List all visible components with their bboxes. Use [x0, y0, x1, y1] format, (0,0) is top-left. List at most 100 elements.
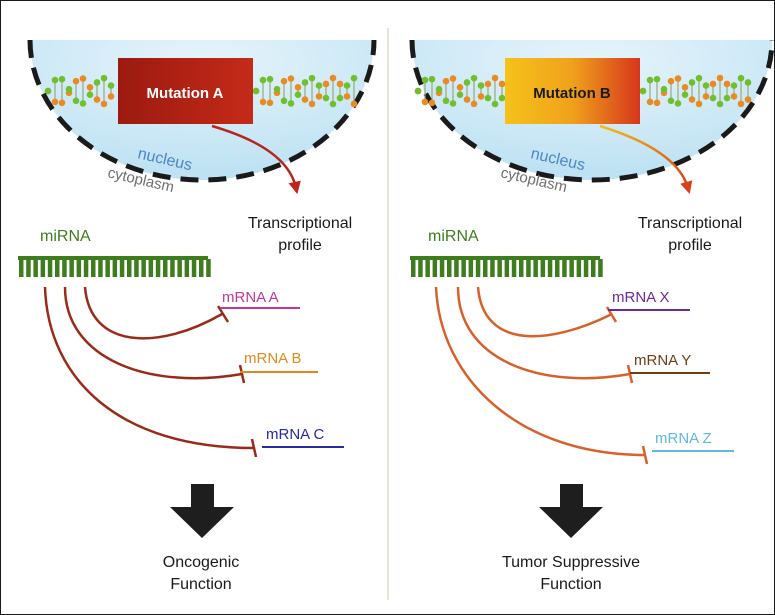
dna-base-orange [463, 96, 471, 103]
mirna-tooth [105, 259, 110, 277]
dna-base-orange [294, 84, 302, 91]
target-mrna-b: mRNA B [244, 350, 302, 367]
mirna-label-b: miRNA [428, 228, 479, 245]
mirna-tooth [483, 259, 488, 277]
dna-base-orange [737, 100, 745, 108]
dna-base-orange [498, 80, 506, 88]
dna-base-orange [315, 93, 323, 100]
dna-base-orange [723, 80, 731, 88]
mirna-tooth [540, 259, 546, 277]
dna-base-green [730, 82, 738, 89]
target-mrna-a: mRNA A [222, 289, 279, 306]
dna-base-green [477, 82, 485, 89]
dna-base-green [744, 79, 752, 86]
outcome-arrow-a [170, 484, 234, 538]
dna-base-green [646, 76, 654, 84]
mirna-tooth [562, 259, 567, 277]
mirna-tooth [163, 259, 168, 277]
dna-base-green [329, 100, 337, 108]
mirna-tooth [411, 259, 416, 277]
dna-base-green [688, 79, 696, 86]
dna-base-green [287, 100, 295, 107]
mirna-tooth [69, 259, 74, 277]
mirna-tooth [569, 259, 574, 277]
dna-base-green [79, 100, 87, 107]
profile-label-a-line2: profile [278, 237, 322, 254]
target-mrna-x: mRNA X [612, 289, 670, 306]
dna-base-orange [280, 77, 288, 85]
dna-base-orange [329, 74, 337, 82]
dna-base-orange [695, 100, 703, 108]
dna-base-green [107, 82, 115, 89]
dna-base-green [737, 74, 745, 82]
dna-base-green [44, 87, 52, 95]
inhibition-curve-a3 [43, 286, 255, 450]
outcome-label-a-line2: Function [170, 576, 231, 593]
mirna-tooth [141, 259, 146, 277]
outcome-arrow-b [539, 484, 603, 538]
dna-base-green [336, 94, 344, 102]
dna-base-orange [449, 75, 457, 82]
dna-base-green [252, 87, 260, 95]
profile-arrow-a [211, 124, 301, 195]
panel-a: Mutation A nucleus cytoplasm Transcripti… [18, 39, 377, 593]
dna-base-green [435, 85, 443, 93]
mirna-tooth [33, 259, 38, 277]
dna-base-orange [287, 75, 295, 82]
inhibition-bar-a3 [250, 438, 258, 458]
profile-label-b-line1: Transcriptional [638, 215, 742, 232]
mirna-tooth [134, 259, 139, 277]
mirna-tooth [490, 259, 495, 277]
dna-base-green [315, 82, 323, 89]
dna-base-orange [107, 93, 115, 100]
dna-base-orange [484, 80, 492, 88]
dna-base-green [350, 74, 358, 82]
dna-base-green [498, 94, 506, 102]
dna-base-orange [442, 77, 450, 85]
mirna-tooth [418, 259, 423, 277]
dna-base-green [421, 76, 429, 84]
mirna-tooth [432, 259, 438, 277]
dna-base-green [695, 74, 703, 82]
dna-base-orange [716, 74, 724, 82]
dna-base-green [653, 75, 661, 83]
dna-base-green [266, 75, 274, 83]
mirna-label-a: miRNA [40, 228, 91, 245]
dna-base-green [442, 97, 450, 105]
dna-base-green [86, 91, 94, 98]
dna-base-green [58, 75, 66, 83]
dna-base-green [301, 79, 309, 86]
inhibition-curve-b2 [456, 286, 631, 380]
mirna-tooth [62, 259, 67, 277]
dna-base-orange [491, 74, 499, 82]
dna-base-orange [100, 100, 108, 108]
mirna-tooth [40, 259, 46, 277]
mirna-tooth [55, 259, 60, 277]
mirna-backbone [410, 256, 600, 260]
inhibition-bar-a2 [238, 364, 246, 384]
dna-base-green [716, 100, 724, 108]
dna-base-orange [301, 96, 309, 103]
dna-base-green [280, 97, 288, 105]
inhibition-bar-b3 [641, 445, 649, 465]
mirna-tooth [98, 259, 103, 277]
dna-base-green [709, 94, 717, 102]
dna-base-orange [343, 93, 351, 100]
dna-base-green [463, 79, 471, 86]
dna-base-green [470, 74, 478, 82]
target-mrna-c: mRNA C [266, 426, 325, 443]
outcome-label-b-line1: Tumor Suppressive [502, 554, 640, 571]
dna-base-green [639, 87, 647, 95]
mirna-comb-b [410, 256, 603, 277]
mirna-tooth [475, 259, 481, 277]
mirna-tooth [598, 259, 603, 277]
mirna-tooth [119, 259, 125, 277]
inhibition-curve-a1 [83, 286, 223, 340]
dna-base-green [484, 94, 492, 102]
dna-base-orange [79, 75, 87, 82]
inhibition-curve-a2 [63, 286, 243, 380]
mirna-tooth [76, 259, 82, 277]
target-mrna-y: mRNA Y [634, 352, 691, 369]
mirna-tooth [199, 259, 204, 277]
inhibition-curve-b1 [476, 286, 613, 338]
